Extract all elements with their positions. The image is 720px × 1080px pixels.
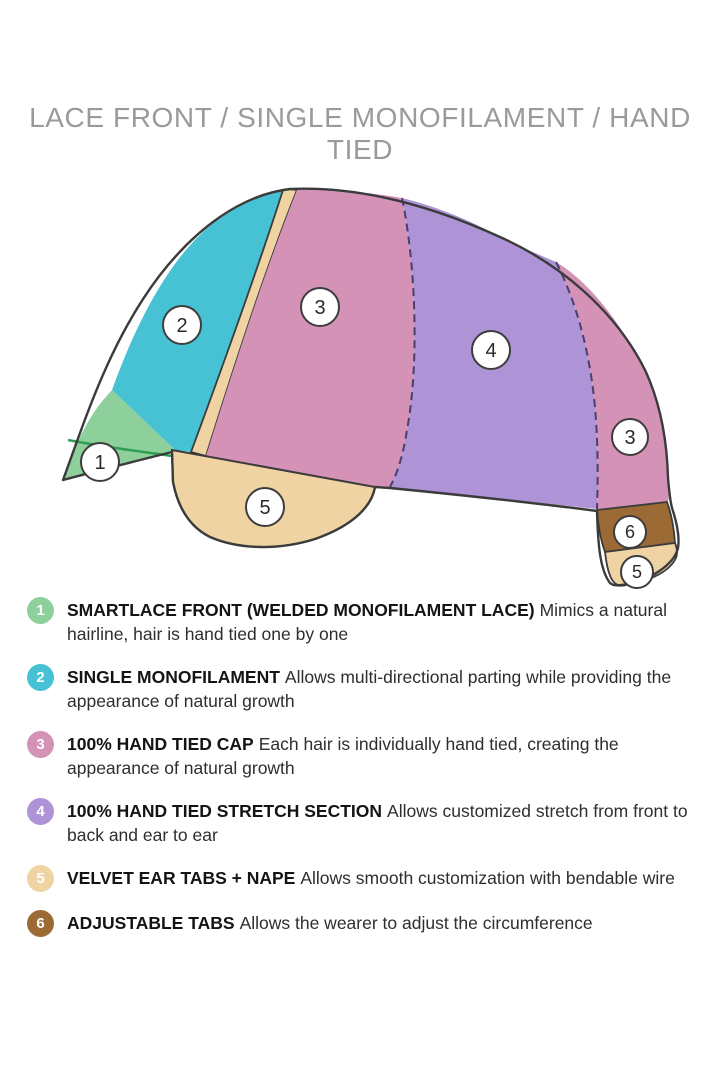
svg-text:2: 2 xyxy=(176,315,187,337)
dashed-seam-back xyxy=(555,261,599,510)
marker-3-hand-tied-back: 3 xyxy=(611,418,649,456)
svg-text:3: 3 xyxy=(624,427,635,449)
legend-desc-1: Mimics a natural hairline, hair is hand … xyxy=(67,600,667,644)
legend-desc-4: Allows customized stretch from front to … xyxy=(67,801,688,845)
svg-text:3: 3 xyxy=(314,297,325,319)
marker-4-stretch: 4 xyxy=(471,330,511,370)
legend-text-1: SMARTLACE FRONT (WELDED MONOFILAMENT LAC… xyxy=(67,598,697,646)
legend-label-2: SINGLE MONOFILAMENT xyxy=(67,667,280,687)
legend-badge-2: 2 xyxy=(27,664,54,691)
svg-text:5: 5 xyxy=(259,497,270,519)
marker-2-monofilament: 2 xyxy=(162,305,202,345)
marker-5-ear-tab: 5 xyxy=(245,487,285,527)
legend-desc-5: Allows smooth customization with bendabl… xyxy=(300,868,675,888)
marker-3-hand-tied-front: 3 xyxy=(300,287,340,327)
legend-desc-6: Allows the wearer to adjust the circumfe… xyxy=(239,913,593,933)
legend-label-1: SMARTLACE FRONT (WELDED MONOFILAMENT LAC… xyxy=(67,600,535,620)
svg-text:5: 5 xyxy=(632,562,642,582)
legend-label-3: 100% HAND TIED CAP xyxy=(67,734,254,754)
legend-label-4: 100% HAND TIED STRETCH SECTION xyxy=(67,801,383,821)
marker-1-smartlace: 1 xyxy=(80,442,120,482)
region-hand-tied-cap-front xyxy=(206,189,415,487)
page-title: LACE FRONT / SINGLE MONOFILAMENT / HAND … xyxy=(29,102,691,165)
legend-desc-2: Allows multi-directional parting while p… xyxy=(67,667,672,711)
svg-text:1: 1 xyxy=(94,452,105,474)
legend-badge-4: 4 xyxy=(27,798,54,825)
cap-outline xyxy=(61,187,680,587)
legend-desc-3: Each hair is individually hand tied, cre… xyxy=(67,734,619,778)
wig-cap-diagram: 1 2 3 4 3 6 5 5 xyxy=(61,187,680,589)
legend-badge-3: 3 xyxy=(27,731,54,758)
legend-badge-6: 6 xyxy=(27,910,54,937)
legend-item-smartlace-front: 1 SMARTLACE FRONT (WELDED MONOFILAMENT L… xyxy=(27,597,699,646)
svg-text:6: 6 xyxy=(625,522,635,542)
legend-label-6: ADJUSTABLE TABS xyxy=(67,913,235,933)
legend: 1 SMARTLACE FRONT (WELDED MONOFILAMENT L… xyxy=(27,597,699,956)
legend-label-5: VELVET EAR TABS + NAPE xyxy=(67,868,296,888)
legend-badge-1: 1 xyxy=(27,597,54,624)
marker-5-nape: 5 xyxy=(620,555,654,589)
marker-6-adjustable-tab: 6 xyxy=(613,515,647,549)
legend-badge-5: 5 xyxy=(27,865,54,892)
svg-text:4: 4 xyxy=(485,340,496,362)
